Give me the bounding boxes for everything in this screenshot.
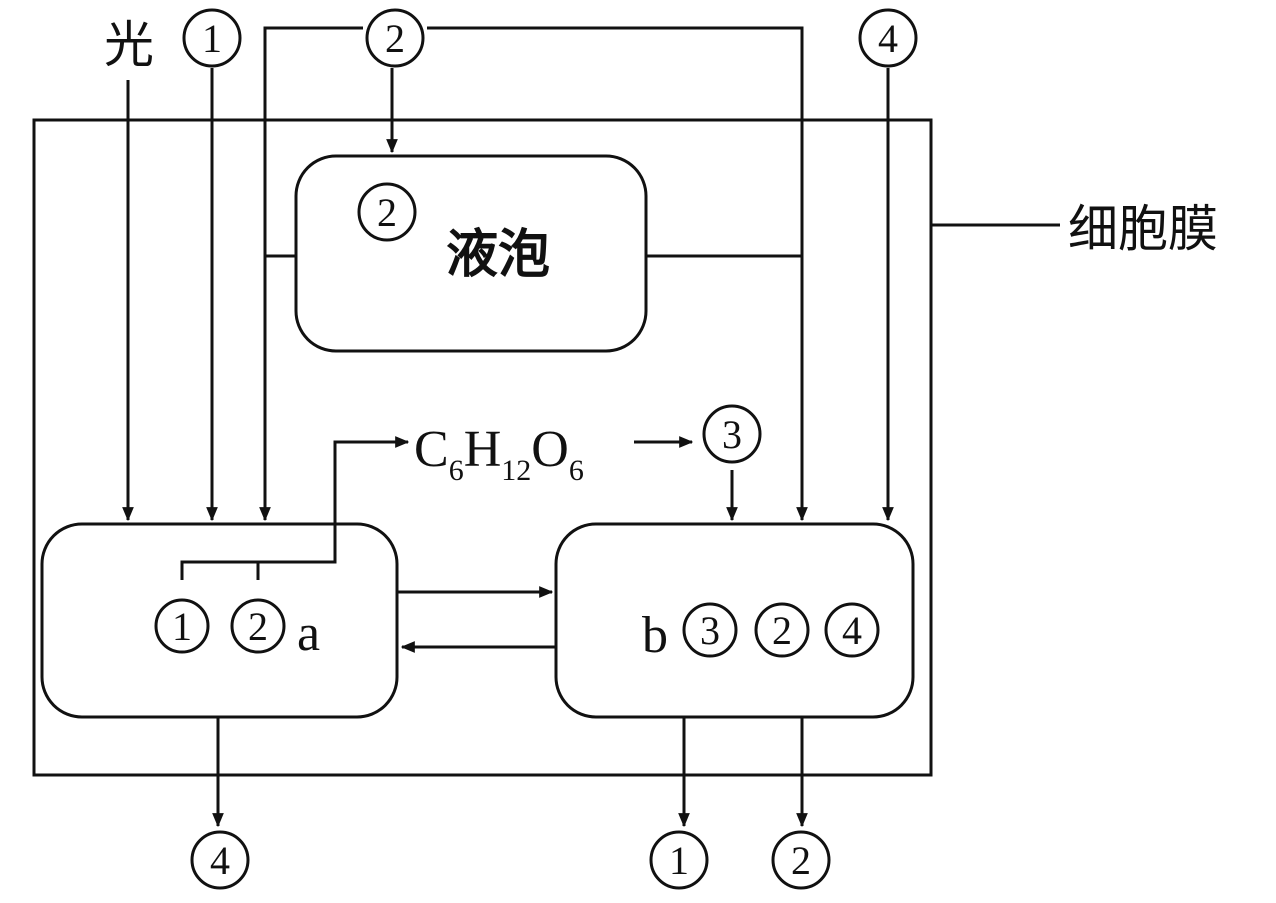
chloroplast-marker-1: 1 <box>154 598 210 654</box>
svg-text:4: 4 <box>878 16 898 61</box>
light-label: 光 <box>104 16 154 74</box>
svg-text:2: 2 <box>377 190 397 235</box>
svg-text:2: 2 <box>385 16 405 61</box>
top-marker-4: 4 <box>858 8 918 68</box>
vacuole-label: 液泡 <box>446 225 550 285</box>
svg-text:1: 1 <box>172 604 192 649</box>
top-marker-2: 2 <box>365 8 425 68</box>
chloroplast-box <box>40 522 399 719</box>
svg-text:4: 4 <box>210 838 230 883</box>
svg-text:3: 3 <box>722 412 742 457</box>
svg-text:4: 4 <box>842 608 862 653</box>
mitochondrion-label-b: b <box>642 607 668 664</box>
chloroplast-marker-2: 2 <box>230 598 286 654</box>
top-marker-1: 1 <box>182 8 242 68</box>
arrow-chloroplast-to-glucose <box>180 436 410 580</box>
arrow-2-to-chloroplast <box>259 26 363 522</box>
output-marker-4: 4 <box>190 830 250 890</box>
cell-membrane-rect <box>32 118 933 777</box>
membrane-label: 细胞膜 <box>1068 200 1218 258</box>
svg-text:2: 2 <box>791 838 811 883</box>
svg-text:2: 2 <box>772 608 792 653</box>
chloroplast-label-a: a <box>297 605 320 662</box>
mitochondrion-marker-3: 3 <box>682 602 738 658</box>
mitochondrion-marker-2: 2 <box>754 602 810 658</box>
vacuole-marker-2: 2 <box>357 182 417 242</box>
glucose-formula: C6H12O6 <box>414 421 584 487</box>
svg-text:2: 2 <box>248 604 268 649</box>
svg-text:1: 1 <box>202 16 222 61</box>
output-marker-1: 1 <box>649 830 709 890</box>
glucose-product-marker-3: 3 <box>702 404 762 464</box>
svg-text:3: 3 <box>700 608 720 653</box>
svg-text:1: 1 <box>669 838 689 883</box>
output-marker-2: 2 <box>771 830 831 890</box>
arrow-2-to-mitochondrion <box>427 26 808 522</box>
mitochondrion-marker-4: 4 <box>824 602 880 658</box>
